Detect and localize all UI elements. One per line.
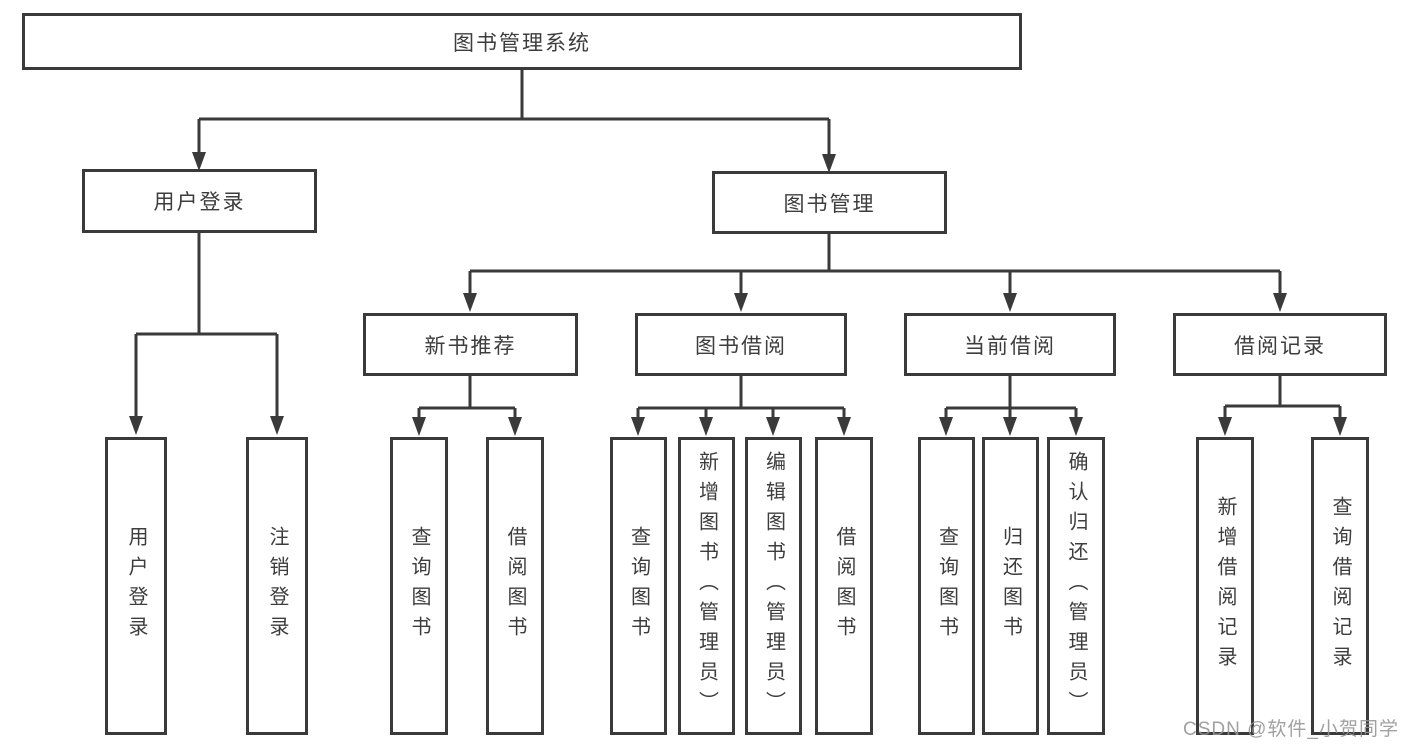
node-new-book-recommend: 新书推荐	[363, 313, 578, 376]
leaf-query-borrow-record: 查询借阅记录	[1311, 437, 1369, 735]
node-current-borrow: 当前借阅	[904, 313, 1116, 376]
node-borrow-records: 借阅记录	[1173, 313, 1387, 376]
leaf-confirm-return-admin: 确认归还（管理员）	[1047, 437, 1105, 735]
leaf-user-login: 用户登录	[105, 437, 167, 735]
leaf-query-books-borrow: 查询图书	[610, 437, 667, 735]
leaf-borrow-books-recommend: 借阅图书	[486, 437, 544, 735]
leaf-query-books-recommend: 查询图书	[390, 437, 448, 735]
leaf-add-book-admin: 新增图书（管理员）	[678, 437, 735, 735]
leaf-edit-book-admin: 编辑图书（管理员）	[745, 437, 802, 735]
node-root: 图书管理系统	[22, 13, 1022, 70]
node-book-management: 图书管理	[712, 171, 947, 234]
leaf-query-books-current: 查询图书	[918, 437, 975, 735]
node-book-borrow: 图书借阅	[635, 313, 847, 376]
leaf-add-borrow-record: 新增借阅记录	[1196, 437, 1254, 735]
leaf-logout: 注销登录	[246, 437, 308, 735]
leaf-borrow-books: 借阅图书	[815, 437, 873, 735]
csdn-watermark: CSDN @软件_小贺同学	[1183, 719, 1399, 740]
leaf-return-books: 归还图书	[982, 437, 1039, 735]
node-user-login: 用户登录	[82, 169, 317, 233]
